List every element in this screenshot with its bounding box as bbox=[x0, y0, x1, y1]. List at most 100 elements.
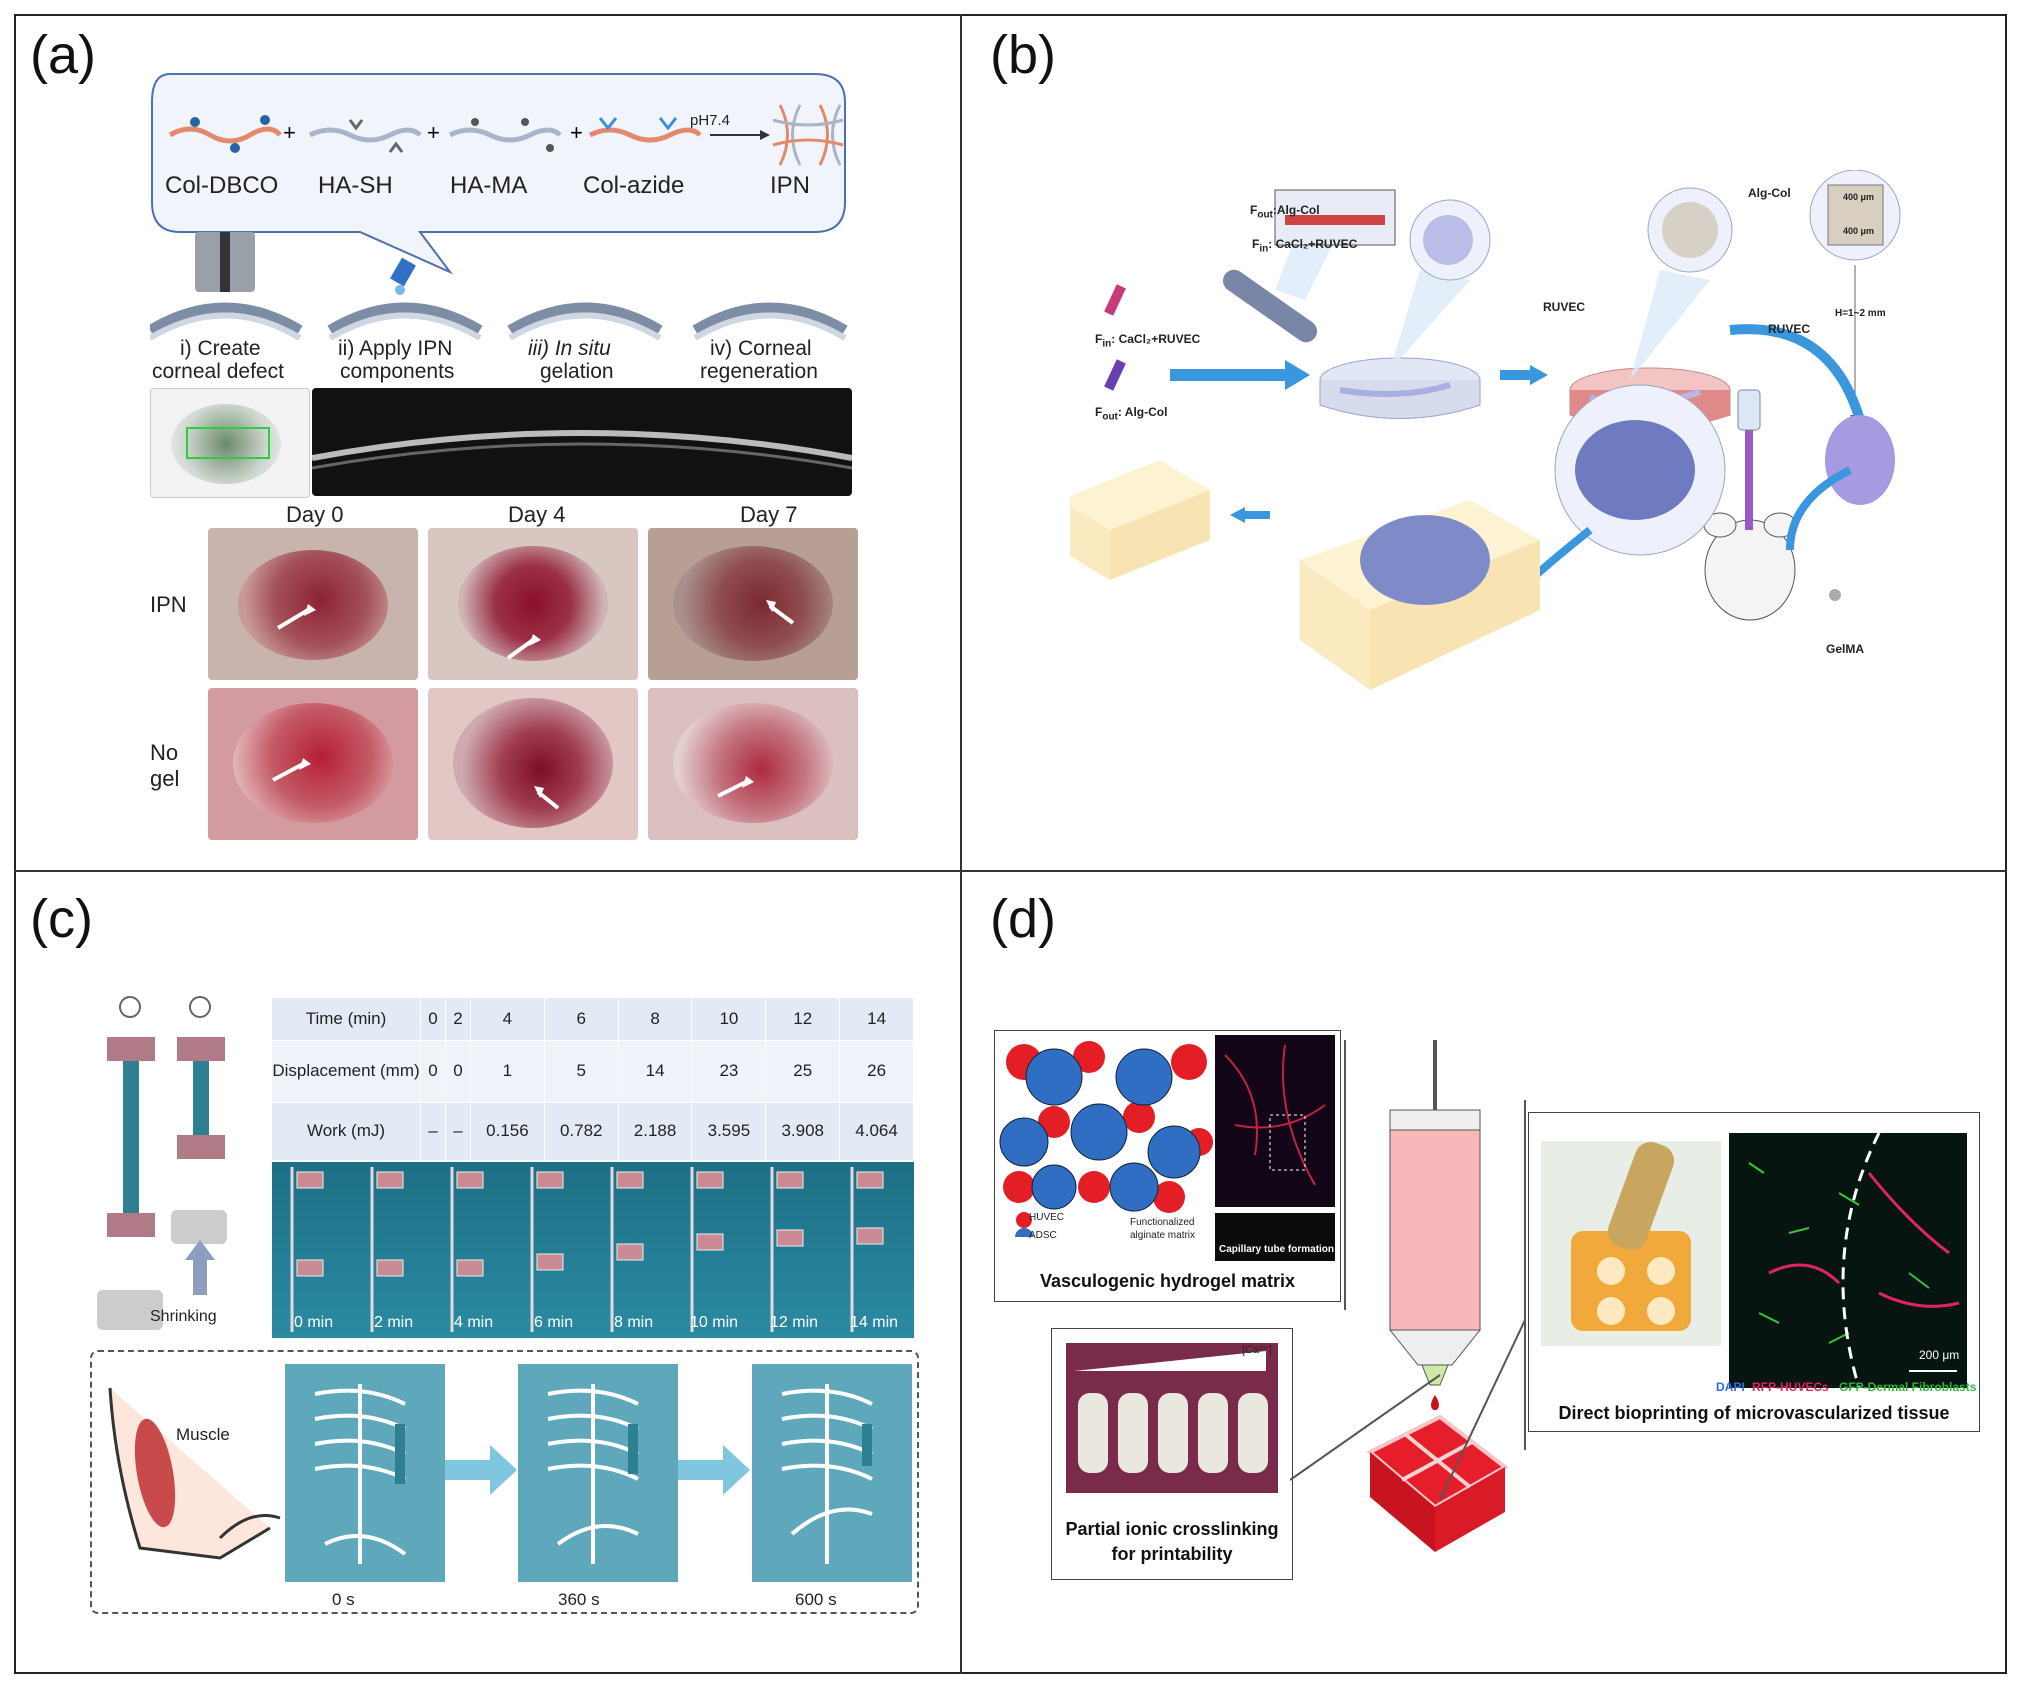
stain-dapi: DAPI bbox=[1716, 1380, 1745, 1394]
frame-time-label: 0 min bbox=[294, 1314, 334, 1331]
table-cell: 14 bbox=[618, 1040, 693, 1103]
legend-huvec: HUVEC bbox=[1029, 1212, 1065, 1223]
skeleton-time-label: 360 s bbox=[558, 1590, 600, 1609]
table-cell: 23 bbox=[691, 1040, 767, 1103]
product-label: IPN bbox=[770, 172, 811, 199]
muscle-label: Muscle bbox=[176, 1425, 230, 1444]
matrix-caption: Vasculogenic hydrogel matrix bbox=[1039, 1271, 1296, 1291]
oct-scan-image bbox=[312, 388, 852, 496]
table-cell: 6 bbox=[544, 998, 619, 1041]
fout-label: Fout: Alg-Col bbox=[1095, 405, 1167, 422]
table-cell: 0.156 bbox=[470, 1102, 545, 1161]
panel-d-label: (d) bbox=[990, 889, 1056, 949]
frame-time-label: 14 min bbox=[850, 1314, 899, 1331]
panel-a-label: (a) bbox=[30, 25, 96, 85]
table-cell: 25 bbox=[765, 1040, 841, 1103]
eye-overview-image bbox=[150, 388, 310, 498]
svg-text:+: + bbox=[570, 120, 583, 145]
scale-bar-label: 200 μm bbox=[1919, 1348, 1960, 1362]
inset-fin: Fin: CaCl₂+RUVEC bbox=[1252, 237, 1357, 254]
table-row: Work (mJ) – – 0.156 0.782 2.188 3.595 3.… bbox=[272, 1102, 914, 1161]
table-cell: 1 bbox=[470, 1040, 545, 1103]
skeleton-time-label: 0 s bbox=[332, 1590, 355, 1609]
actuation-photo-strip: 0 min 2 min 4 min 6 min 8 min 10 min 12 … bbox=[272, 1162, 914, 1338]
fin-label: Fin: CaCl₂+RUVEC bbox=[1095, 332, 1200, 349]
panel-b-label: (b) bbox=[990, 25, 1056, 85]
table-cell: 4 bbox=[470, 998, 545, 1041]
table-cell: 8 bbox=[618, 998, 693, 1041]
inset-fout-text: :Alg-Col bbox=[1272, 203, 1320, 217]
reagent-label: Col-azide bbox=[583, 172, 685, 199]
table-header-cell: Work (mJ) bbox=[272, 1102, 421, 1161]
alg-col-label: Alg-Col bbox=[1748, 186, 1791, 200]
frame-time-label: 6 min bbox=[534, 1314, 574, 1331]
skeleton-photo bbox=[285, 1364, 445, 1582]
bioprinted-tissue-box: 200 μm DAPI RFP-HUVECs GFP-Dermal Fibrob… bbox=[1528, 1112, 1980, 1432]
table-cell: 14 bbox=[839, 998, 914, 1041]
connector-lines bbox=[1290, 1040, 1526, 1501]
table-cell: 0 bbox=[445, 1040, 471, 1103]
skeleton-photo bbox=[752, 1364, 912, 1582]
table-cell: 2 bbox=[445, 998, 471, 1041]
frame-time-label: 10 min bbox=[690, 1314, 739, 1331]
table-cell: 12 bbox=[765, 998, 841, 1041]
frame-time-label: 4 min bbox=[454, 1314, 494, 1331]
row-label-ipn: IPN bbox=[150, 592, 187, 617]
figure-frame bbox=[14, 14, 2007, 1674]
eye-photo-nogel-day4 bbox=[428, 688, 638, 840]
reaction-condition: pH7.4 bbox=[690, 112, 731, 129]
cornea-steps bbox=[150, 232, 848, 340]
sequence-arrow bbox=[678, 1445, 750, 1495]
reagent-label: HA-SH bbox=[318, 172, 393, 199]
table-cell: 3.595 bbox=[691, 1102, 767, 1161]
eye-photo-ipn-day4 bbox=[428, 528, 638, 680]
capillary-inset bbox=[1215, 1213, 1335, 1261]
eye-photo-ipn-day7 bbox=[648, 528, 858, 680]
legend-matrix: alginate matrix bbox=[1130, 1230, 1196, 1241]
displacement-work-table: Time (min) 0 2 4 6 8 10 12 14 Displaceme… bbox=[272, 998, 914, 1161]
table-row: Time (min) 0 2 4 6 8 10 12 14 bbox=[272, 998, 914, 1041]
calcium-label: [Ca²⁺] bbox=[1242, 1344, 1272, 1356]
dimension-label: 400 μm bbox=[1843, 192, 1875, 202]
fabrication-schematic bbox=[1070, 170, 1901, 690]
height-label: H=1~2 mm bbox=[1835, 308, 1886, 319]
skeleton-time-label: 600 s bbox=[795, 1590, 837, 1609]
table-cell: 2.188 bbox=[618, 1102, 693, 1161]
crosslink-caption: Partial ionic crosslinking bbox=[1065, 1519, 1279, 1539]
step-label: ii) Apply IPN bbox=[338, 337, 453, 360]
panel-c-label: (c) bbox=[30, 889, 93, 949]
svg-text:+: + bbox=[427, 120, 440, 145]
inset-fout-symbol: F bbox=[1250, 203, 1258, 217]
step-label: i) Create bbox=[180, 337, 261, 360]
dimension-label: 400 μm bbox=[1843, 226, 1875, 236]
table-cell: 0.782 bbox=[544, 1102, 619, 1161]
step-label: iv) Corneal bbox=[710, 337, 812, 360]
gelma-label: GelMA bbox=[1826, 642, 1865, 656]
ruvec-label: RUVEC bbox=[1543, 300, 1586, 314]
fout-symbol: F bbox=[1095, 405, 1103, 419]
bioprinter-syringe bbox=[1388, 1040, 1482, 1410]
day-label: Day 0 bbox=[286, 502, 344, 527]
molecule-strands: + + + bbox=[168, 104, 844, 166]
legend-adsc: ADSC bbox=[1029, 1230, 1057, 1241]
inset-fout-subscript: out bbox=[1257, 209, 1273, 221]
actuator-diagram bbox=[97, 996, 227, 1330]
fin-text: : CaCl₂+RUVEC bbox=[1111, 332, 1201, 346]
frame-time-label: 2 min bbox=[374, 1314, 414, 1331]
frame-time-label: 12 min bbox=[770, 1314, 819, 1331]
shrinking-label: Shrinking bbox=[150, 1308, 217, 1325]
row-label-nogel: gel bbox=[150, 766, 180, 791]
printed-grid bbox=[1366, 1414, 1509, 1552]
step-label: gelation bbox=[540, 360, 614, 383]
capillary-label: Capillary tube formation bbox=[1219, 1244, 1335, 1255]
table-cell: 4.064 bbox=[839, 1102, 914, 1161]
day-label: Day 7 bbox=[740, 502, 798, 527]
table-cell: 10 bbox=[691, 998, 767, 1041]
biomimetic-demo-box bbox=[90, 1350, 919, 1614]
ruvec-label-2: RUVEC bbox=[1768, 322, 1811, 336]
table-cell: 0 bbox=[420, 1040, 446, 1103]
eye-photo-ipn-day0 bbox=[208, 528, 418, 680]
table-cell: – bbox=[420, 1102, 446, 1161]
crosslink-caption: for printability bbox=[1111, 1544, 1233, 1564]
svg-text:+: + bbox=[283, 120, 296, 145]
